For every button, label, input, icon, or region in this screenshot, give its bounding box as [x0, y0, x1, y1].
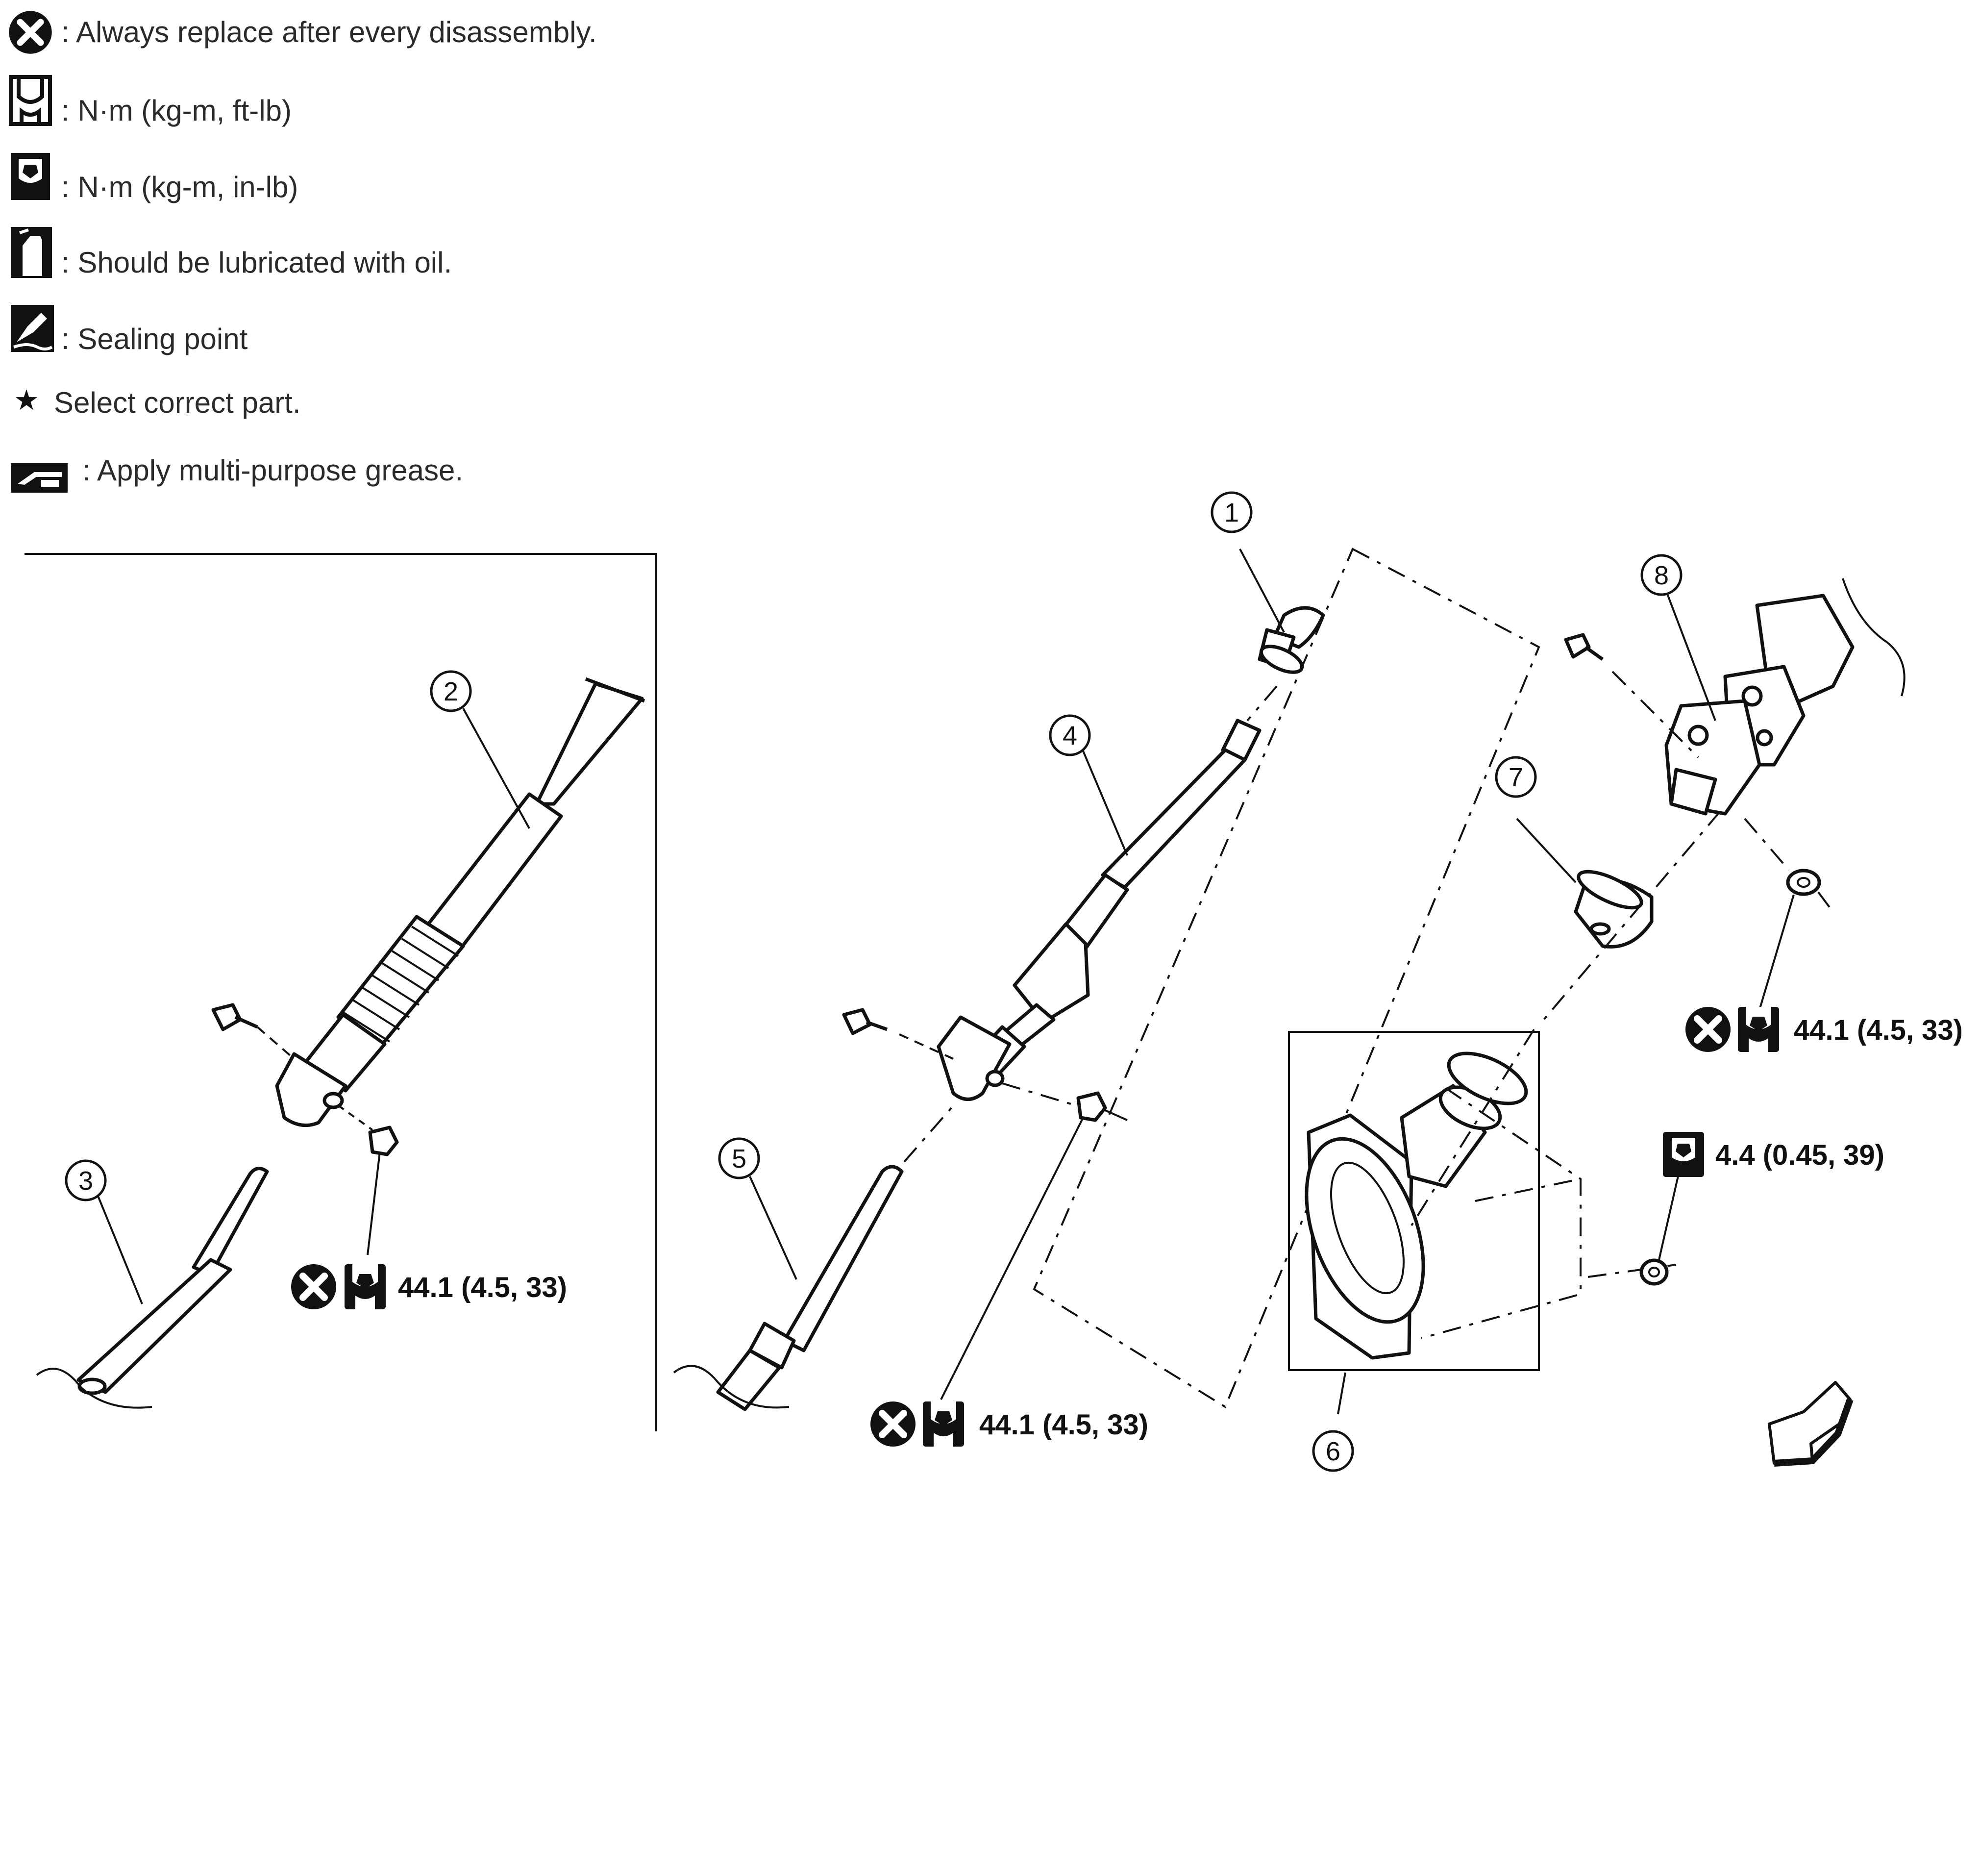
callout-7: 7 — [1495, 756, 1537, 798]
leader-3 — [97, 1196, 143, 1304]
callout-6: 6 — [1312, 1430, 1354, 1472]
part-6-housing — [1305, 1051, 1528, 1415]
legend-item-torque-inlb: : N·m (kg-m, in-lb) — [61, 171, 298, 203]
callout-3: 3 — [65, 1159, 107, 1201]
torque-wrench-ftlb-icon — [923, 1401, 964, 1447]
sealing-point-icon — [11, 305, 54, 352]
axis-right — [1543, 810, 1721, 1021]
svg-text:5: 5 — [732, 1144, 746, 1174]
nut-right — [1744, 818, 1834, 1010]
replace-x-icon — [9, 11, 51, 53]
leader-5 — [749, 1176, 797, 1280]
part-5-lower-column — [673, 1165, 904, 1411]
star-icon: ★ — [14, 383, 39, 417]
torque-wrench-ftlb-icon — [1738, 1007, 1779, 1052]
torque-wrench-inlb-icon — [1663, 1132, 1704, 1177]
part-1-clip — [1239, 549, 1325, 674]
svg-text:2: 2 — [444, 677, 458, 706]
legend-item-oil: : Should be lubricated with oil. — [61, 246, 452, 279]
torque-label-left: 44.1 (4.5, 33) — [291, 1264, 567, 1309]
leader-4 — [1082, 750, 1128, 856]
bolt-center — [842, 1008, 954, 1060]
torque-wrench-ftlb-icon — [9, 75, 52, 126]
torque-value-small: 4.4 (0.45, 39) — [1715, 1139, 1884, 1171]
part-8-universal-joint — [1660, 578, 1906, 816]
legend-item-select-part: Select correct part. — [54, 386, 301, 419]
callout-4: 4 — [1049, 714, 1091, 756]
replace-x-icon — [1685, 1007, 1731, 1052]
torque-value-center: 44.1 (4.5, 33) — [979, 1409, 1148, 1441]
legend-item-grease: : Apply multi-purpose grease. — [82, 454, 463, 487]
torque-wrench-ftlb-icon — [345, 1264, 386, 1309]
svg-text:6: 6 — [1326, 1437, 1340, 1466]
left-panel-frame — [25, 553, 657, 1431]
svg-text:4: 4 — [1063, 721, 1077, 750]
torque-value-right: 44.1 (4.5, 33) — [1794, 1014, 1963, 1046]
axis-small-nut — [1587, 1264, 1677, 1278]
axis-center-lower — [903, 1102, 957, 1163]
assembly-boundary — [1033, 548, 1540, 1408]
oil-can-icon — [11, 227, 52, 278]
svg-text:1: 1 — [1224, 498, 1239, 527]
nut-left — [337, 1104, 399, 1255]
callout-5: 5 — [718, 1137, 760, 1179]
torque-value-left: 44.1 (4.5, 33) — [398, 1272, 567, 1303]
leader-2 — [462, 708, 530, 829]
torque-wrench-inlb-icon — [11, 153, 50, 200]
nut-center — [940, 1082, 1128, 1400]
torque-label-small: 4.4 (0.45, 39) — [1663, 1132, 1884, 1177]
part-7-boot — [1516, 818, 1654, 949]
callout-1: 1 — [1211, 491, 1253, 533]
legend-item-replace: : Always replace after every disassembly… — [61, 16, 597, 49]
legend: : Always replace after every disassembly… — [9, 11, 597, 493]
callout-2: 2 — [430, 670, 472, 712]
part-2-lower-shaft — [275, 677, 645, 1127]
part-3-column-shaft — [36, 1167, 269, 1409]
legend-item-sealing: : Sealing point — [61, 323, 248, 355]
replace-x-icon — [291, 1264, 336, 1309]
bolt-right — [1564, 633, 1699, 758]
part-6-frame — [1288, 1031, 1540, 1371]
svg-text:3: 3 — [78, 1166, 93, 1196]
axis-center-upper — [1246, 685, 1278, 722]
part-4-upper-shaft — [937, 719, 1262, 1101]
replace-x-icon — [870, 1401, 916, 1447]
nut-small — [1639, 1174, 1680, 1286]
torque-label-right: 44.1 (4.5, 33) — [1685, 1007, 1963, 1052]
callout-8: 8 — [1640, 554, 1683, 596]
torque-label-center: 44.1 (4.5, 33) — [870, 1401, 1148, 1447]
svg-text:8: 8 — [1654, 561, 1669, 590]
legend-item-torque-ftlb: : N·m (kg-m, ft-lb) — [61, 94, 292, 127]
svg-text:7: 7 — [1509, 763, 1523, 792]
bolt-left — [211, 1003, 295, 1060]
housing-guides — [1421, 1087, 1582, 1339]
grease-gun-icon — [11, 463, 68, 493]
front-arrow-icon — [1768, 1381, 1854, 1467]
